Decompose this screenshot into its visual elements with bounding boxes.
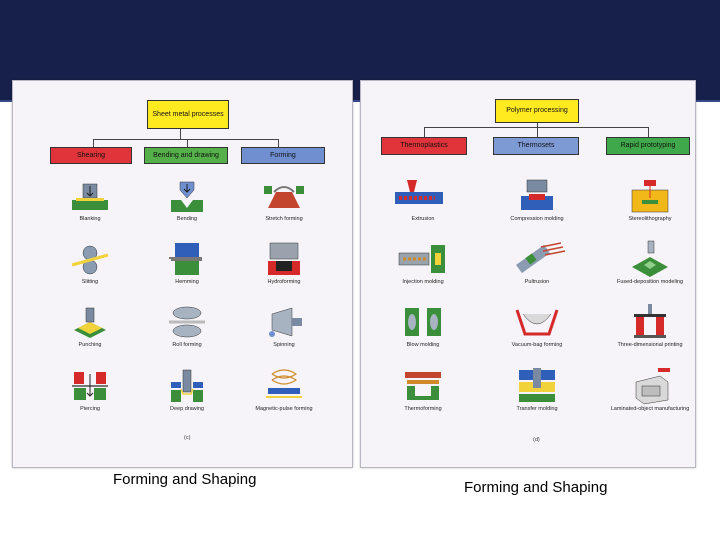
process-label: Magnetic-pulse forming bbox=[236, 406, 332, 412]
process-cell: Deep drawing bbox=[145, 366, 229, 428]
bending-icon bbox=[167, 178, 207, 214]
process-label: Vacuum-bag forming bbox=[489, 342, 585, 348]
process-cell: Hydroforming bbox=[242, 239, 326, 301]
process-label: Laminated-object manufacturing bbox=[602, 406, 698, 412]
process-label: Punching bbox=[42, 342, 138, 348]
process-label: Deep drawing bbox=[139, 406, 235, 412]
connector bbox=[424, 127, 648, 128]
process-label: Blow molding bbox=[375, 342, 471, 348]
process-label: Three-dimensional printing bbox=[602, 342, 698, 348]
compression-molding-icon bbox=[517, 178, 557, 214]
process-cell: Punching bbox=[48, 302, 132, 364]
process-cell: Blow molding bbox=[381, 302, 465, 364]
transfer-molding-icon bbox=[517, 368, 557, 404]
process-label: Extrusion bbox=[375, 216, 471, 222]
process-cell: Vacuum-bag forming bbox=[495, 302, 579, 364]
caption-left: Forming and Shaping bbox=[113, 471, 256, 488]
process-label: Bending bbox=[139, 216, 235, 222]
process-cell: Three-dimensional printing bbox=[608, 302, 692, 364]
process-label: Pultrusion bbox=[489, 279, 585, 285]
connector bbox=[93, 139, 94, 147]
process-label: Stretch forming bbox=[236, 216, 332, 222]
process-cell: Stereolithography bbox=[608, 176, 692, 238]
category-node: Rapid prototyping bbox=[606, 137, 690, 155]
extrusion-icon bbox=[403, 178, 443, 214]
process-cell: Spinning bbox=[242, 302, 326, 364]
magnetic-pulse-forming-icon bbox=[264, 368, 304, 404]
thermoforming-icon bbox=[403, 368, 443, 404]
connector bbox=[93, 139, 278, 140]
process-label: Blanking bbox=[42, 216, 138, 222]
stereolithography-icon bbox=[630, 178, 670, 214]
panel-sublabel: (c) bbox=[184, 435, 190, 441]
connector bbox=[424, 127, 425, 137]
process-cell: Thermoforming bbox=[381, 366, 465, 428]
caption-right: Forming and Shaping bbox=[464, 479, 607, 496]
roll-forming-icon bbox=[167, 304, 207, 340]
process-label: Injection molding bbox=[375, 279, 471, 285]
process-label: Spinning bbox=[236, 342, 332, 348]
process-label: Piercing bbox=[42, 406, 138, 412]
process-cell: Injection molding bbox=[381, 239, 465, 301]
process-label: Compression molding bbox=[489, 216, 585, 222]
process-cell: Fused-deposition modeling bbox=[608, 239, 692, 301]
process-label: Hemming bbox=[139, 279, 235, 285]
connector bbox=[648, 127, 649, 137]
process-cell: Compression molding bbox=[495, 176, 579, 238]
category-node: Shearing bbox=[50, 147, 132, 164]
injection-molding-icon bbox=[403, 241, 443, 277]
process-cell: Piercing bbox=[48, 366, 132, 428]
pultrusion-icon bbox=[517, 241, 557, 277]
process-cell: Stretch forming bbox=[242, 176, 326, 238]
process-label: Transfer molding bbox=[489, 406, 585, 412]
category-node: Forming bbox=[241, 147, 325, 164]
vacuum-bag-forming-icon bbox=[517, 304, 557, 340]
process-cell: Hemming bbox=[145, 239, 229, 301]
process-label: Hydroforming bbox=[236, 279, 332, 285]
hemming-icon bbox=[167, 241, 207, 277]
process-cell: Roll forming bbox=[145, 302, 229, 364]
laminated-object-manufacturing-icon bbox=[630, 368, 670, 404]
process-label: Fused-deposition modeling bbox=[602, 279, 698, 285]
process-cell: Pultrusion bbox=[495, 239, 579, 301]
panel-sublabel: (d) bbox=[533, 437, 540, 443]
root-node: Polymer processing bbox=[495, 99, 579, 123]
process-label: Roll forming bbox=[139, 342, 235, 348]
sheet-metal-diagram: Sheet metal processes Shearing Bending a… bbox=[12, 80, 353, 468]
three-dimensional-printing-icon bbox=[630, 304, 670, 340]
process-cell: Slitting bbox=[48, 239, 132, 301]
piercing-icon bbox=[70, 368, 110, 404]
process-cell: Transfer molding bbox=[495, 366, 579, 428]
stretch-forming-icon bbox=[264, 178, 304, 214]
category-node: Thermoplastics bbox=[381, 137, 467, 155]
blanking-icon bbox=[70, 178, 110, 214]
category-node: Bending and drawing bbox=[144, 147, 228, 164]
connector bbox=[180, 129, 181, 139]
root-node: Sheet metal processes bbox=[147, 100, 229, 129]
connector bbox=[278, 139, 279, 147]
polymer-processing-diagram: Polymer processing Thermoplastics Thermo… bbox=[360, 80, 696, 468]
spinning-icon bbox=[264, 304, 304, 340]
process-cell: Magnetic-pulse forming bbox=[242, 366, 326, 428]
process-label: Thermoforming bbox=[375, 406, 471, 412]
blow-molding-icon bbox=[403, 304, 443, 340]
process-label: Stereolithography bbox=[602, 216, 698, 222]
punching-icon bbox=[70, 304, 110, 340]
process-cell: Blanking bbox=[48, 176, 132, 238]
process-cell: Bending bbox=[145, 176, 229, 238]
connector bbox=[187, 139, 188, 147]
process-cell: Laminated-object manufacturing bbox=[608, 366, 692, 428]
process-label: Slitting bbox=[42, 279, 138, 285]
category-node: Thermosets bbox=[493, 137, 579, 155]
process-cell: Extrusion bbox=[381, 176, 465, 238]
hydroforming-icon bbox=[264, 241, 304, 277]
fused-deposition-modeling-icon bbox=[630, 241, 670, 277]
deep-drawing-icon bbox=[167, 368, 207, 404]
slitting-icon bbox=[70, 241, 110, 277]
